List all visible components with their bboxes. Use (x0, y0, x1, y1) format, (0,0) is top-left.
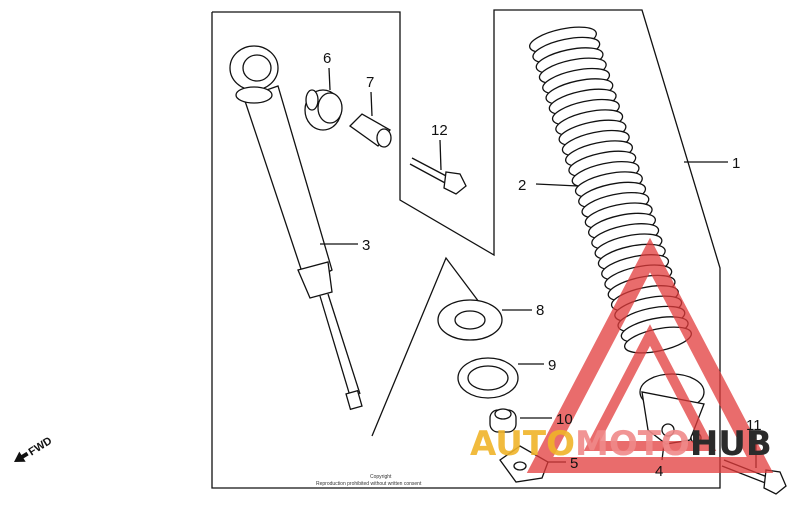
label-4: 4 (655, 463, 663, 480)
watermark-hub: HUB (690, 424, 772, 464)
label-3: 3 (362, 237, 370, 254)
watermark-triangle-inner (583, 324, 717, 451)
forward-arrow-icon: FWD (14, 435, 55, 462)
frame-outline (211, 9, 721, 489)
washer-large (437, 299, 503, 341)
damper-body (229, 45, 363, 411)
copyright-line-2: Reproduction prohibited without written … (316, 481, 422, 487)
leader-7 (370, 91, 373, 117)
label-6: 6 (323, 50, 331, 67)
label-1: 1 (732, 155, 740, 172)
ring (457, 357, 519, 399)
label-9: 9 (548, 357, 556, 374)
label-2: 2 (518, 177, 526, 194)
small-bushing (489, 408, 517, 433)
collar (348, 113, 392, 148)
forward-label: FWD (27, 435, 55, 458)
bushing (304, 89, 343, 131)
label-12: 12 (431, 122, 448, 139)
watermark-triangle-outer (526, 237, 774, 473)
label-10: 10 (556, 411, 573, 428)
label-11: 11 (746, 417, 762, 434)
label-8: 8 (536, 302, 544, 319)
watermark-auto: AUTO (470, 424, 575, 464)
watermark-text: AUTOMOTOHUB (470, 424, 772, 464)
lower-mount (639, 373, 705, 445)
copyright-line-1: Copyright (370, 474, 392, 480)
label-7: 7 (366, 74, 374, 91)
leader-6 (328, 67, 331, 91)
leader-12 (439, 139, 442, 171)
watermark-moto: MOTO (575, 424, 690, 464)
upper-bolt (409, 157, 467, 195)
watermark-triangle (526, 237, 774, 473)
label-5: 5 (570, 455, 578, 472)
leader-2 (535, 183, 579, 187)
frame-notch (371, 256, 495, 437)
